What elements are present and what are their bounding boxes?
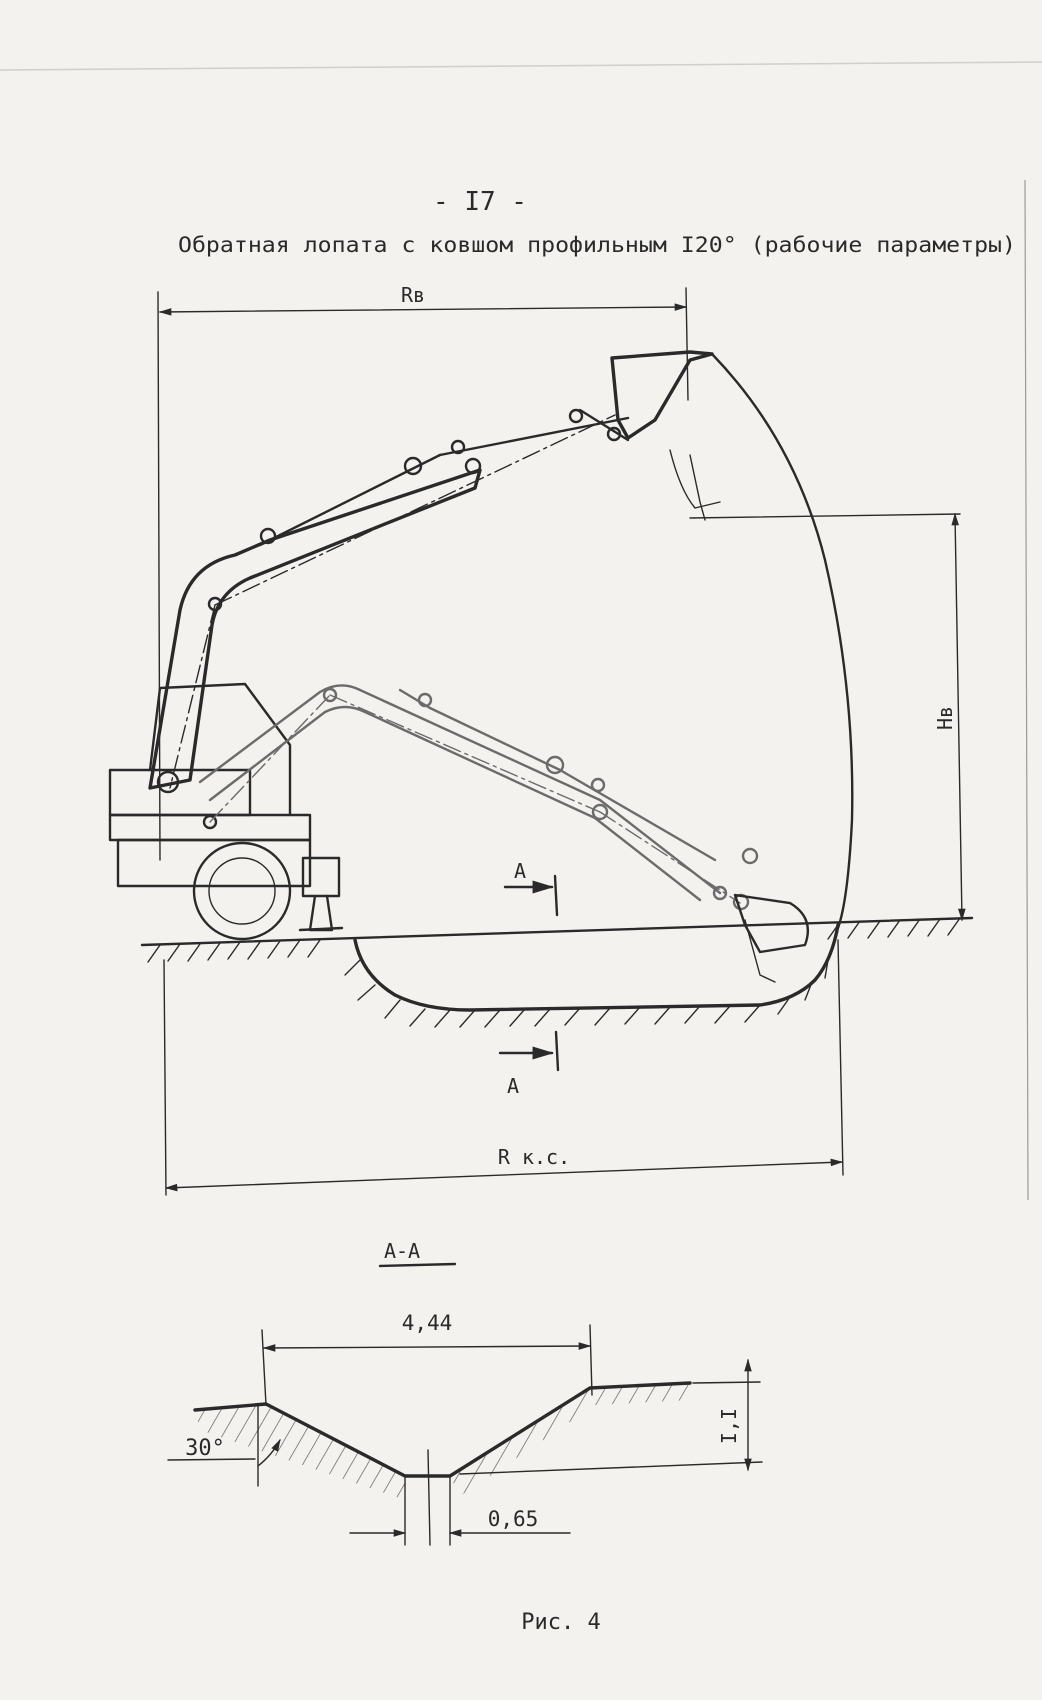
section-view: A-A 4,44 I,I 0,65 30°: [167, 1239, 763, 1546]
digging-boom: [198, 684, 810, 983]
rv-dimension: Rв: [157, 283, 689, 861]
raised-boom: [148, 350, 721, 830]
reach-envelope: [710, 352, 854, 930]
rv-label: Rв: [401, 283, 425, 307]
bottom-width-value: 0,65: [488, 1507, 539, 1531]
slope-angle-value: 30°: [185, 1436, 225, 1461]
rks-dimension: R к.с.: [163, 939, 844, 1196]
figure-caption: Рис. 4: [521, 1610, 600, 1635]
section-profile: [193, 1381, 692, 1478]
section-mark-bottom: A: [507, 1074, 519, 1098]
depth-value: I,I: [717, 1408, 741, 1444]
section-marker: A A: [498, 859, 560, 1098]
trench-profile: [353, 923, 840, 1012]
hv-label: Hв: [933, 706, 957, 730]
trench-hatching: [344, 959, 829, 1028]
top-width-value: 4,44: [402, 1311, 453, 1335]
page-number: - I7 -: [433, 187, 527, 217]
ground-hatching: [147, 917, 961, 963]
hv-dimension: Hв: [689, 512, 966, 922]
scan-edge-line: [1024, 179, 1029, 1201]
excavator-chassis: [108, 682, 344, 941]
page-title: Обратная лопата с ковшом профильным I20°…: [178, 233, 1016, 257]
section-mark-top: A: [514, 859, 526, 883]
section-hatch-right: [450, 1383, 690, 1496]
scan-edge-line: [0, 61, 1042, 71]
section-hatch-left: [195, 1404, 405, 1500]
rks-label: R к.с.: [498, 1145, 570, 1169]
section-title: A-A: [384, 1239, 420, 1263]
main-drawing: Rв Hв: [108, 283, 974, 1196]
